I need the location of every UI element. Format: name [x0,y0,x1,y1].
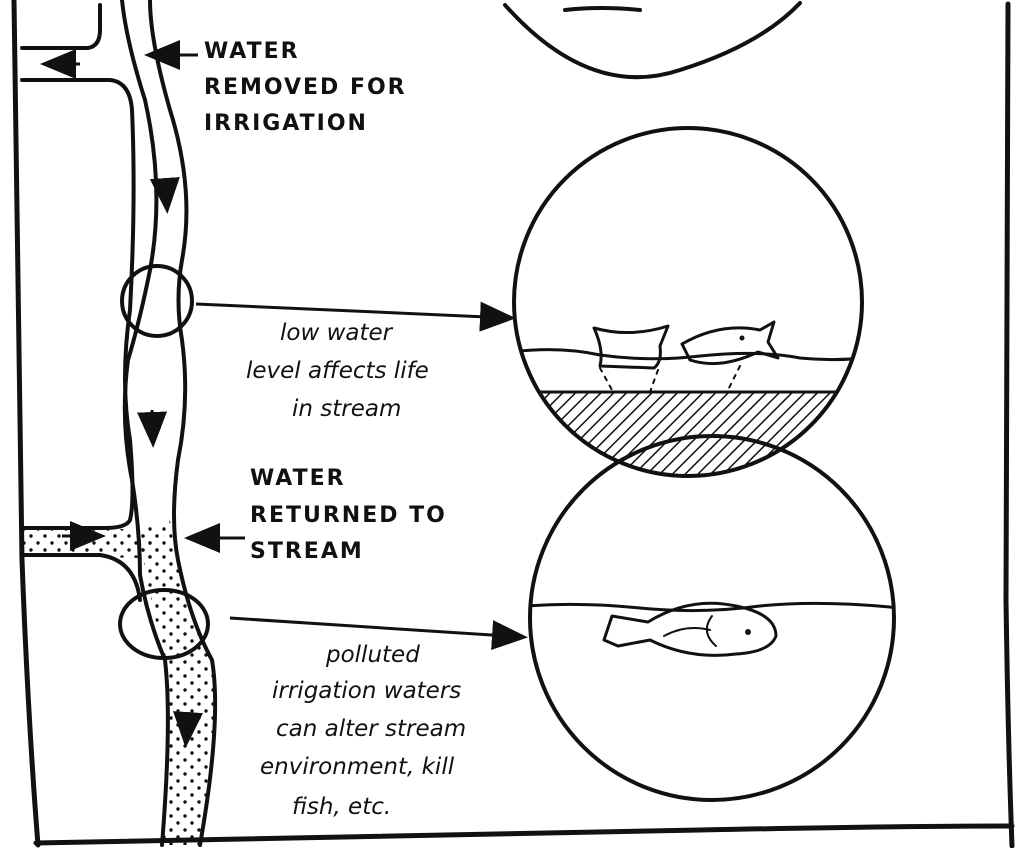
label-polluted: polluted irrigation waters can alter str… [260,642,473,820]
label-water-returned: WATER RETURNED TO STREAM [250,466,457,564]
frame-left-edge [14,0,38,845]
dead-fish-eye-icon [745,629,751,635]
flow-arrow-icon-3 [186,712,188,742]
polluted-stream-dots [138,520,215,845]
lower-ditch-bottom [22,555,140,600]
frame-right-edge [1006,4,1012,846]
flow-arrow-icon-2 [152,410,153,442]
low-water-lens [122,266,192,336]
low-water-inset [500,128,880,480]
fish-reflection-marks [600,366,740,392]
pointer-low-water [196,304,510,318]
top-circle-detail [565,8,640,10]
upper-ditch-bottom [22,80,134,528]
top-partial-circle [505,3,800,77]
dead-fish-fin-icon [664,616,716,646]
label-low-water: low water level affects life in stream [246,320,436,422]
stranded-fish-tail-icon [594,326,668,368]
shallow-water-surface [510,350,880,360]
flow-arrow-icon-1 [165,180,167,208]
label-water-removed: WATER REMOVED FOR IRRIGATION [204,39,416,136]
stranded-fish-eye-icon [740,336,745,341]
polluted-inset [526,436,900,800]
pointer-polluted [230,618,522,637]
upper-ditch-top [22,5,100,48]
